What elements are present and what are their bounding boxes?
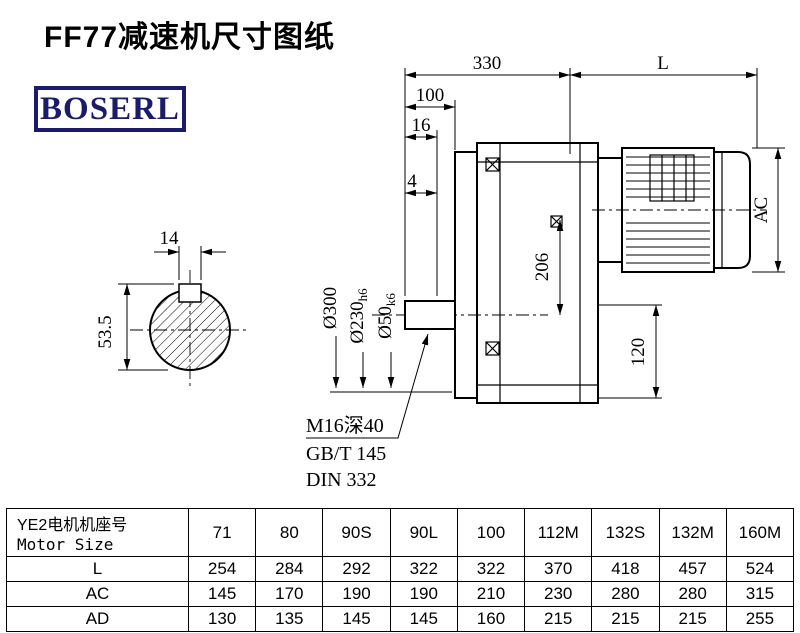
row-label: AD (6, 606, 189, 632)
table-cell: 255 (725, 606, 795, 632)
page-title: FF77减速机尺寸图纸 (44, 21, 336, 54)
table-cell: 190 (389, 581, 458, 607)
dim-16-label: 16 (412, 115, 431, 136)
table-cell: 145 (389, 606, 458, 632)
table-cell: 135 (255, 606, 324, 632)
table-cell: 315 (725, 581, 795, 607)
gear-housing (476, 142, 599, 404)
note-m16-label: M16深40 (306, 414, 384, 437)
table-cell: 322 (389, 556, 458, 582)
note-din-label: DIN 332 (306, 469, 377, 491)
size-col-header: 132M (658, 508, 727, 557)
dimension-table: YE2电机机座号 Motor Size 71 80 90S 90L 100 11… (6, 508, 795, 632)
size-col-header: 112M (524, 508, 593, 557)
table-cell: 280 (658, 581, 727, 607)
size-col-header: 71 (187, 508, 257, 557)
table-cell: 524 (725, 556, 795, 582)
header-cn: YE2电机机座号 (17, 517, 128, 534)
shaft-cross-section (118, 246, 250, 390)
table-cell: 170 (255, 581, 324, 607)
dim-330-label: 330 (473, 53, 502, 74)
table-header-row: YE2电机机座号 Motor Size 71 80 90S 90L 100 11… (6, 508, 795, 557)
dimension-labels: 330 L 100 16 4 14 53.5 AC 206 120 Ø300 Ø… (95, 53, 772, 491)
dim-4-label: 4 (407, 171, 417, 192)
size-col-header: 132S (591, 508, 660, 557)
table-cell: 418 (591, 556, 660, 582)
dim-230-tolerance: h6 (355, 288, 370, 302)
size-col-header: 90S (322, 508, 391, 557)
dim-14-label: 14 (160, 228, 180, 249)
dim-diameter-300-label: Ø300 (320, 287, 341, 329)
dim-53-5-label: 53.5 (95, 315, 116, 348)
dim-diameter-230-label: Ø230h6 (347, 288, 370, 344)
table-cell: 215 (524, 606, 593, 632)
terminal-box (649, 154, 695, 202)
dim-50-main: Ø50 (375, 306, 396, 339)
table-cell: 254 (187, 556, 257, 582)
table-cell: 457 (658, 556, 727, 582)
table-row-AD: AD 130 135 145 145 160 215 215 215 255 (6, 606, 795, 632)
table-cell: 145 (322, 606, 391, 632)
table-row-AC: AC 145 170 190 190 210 230 280 280 315 (6, 581, 795, 607)
dim-100-label: 100 (416, 85, 445, 106)
header-en: Motor Size (17, 535, 114, 554)
motor-fins (626, 156, 710, 264)
output-shaft (404, 300, 456, 330)
fan-cover (713, 151, 751, 269)
table-cell: 215 (658, 606, 727, 632)
size-col-header: 90L (389, 508, 458, 557)
keyway (178, 283, 202, 303)
note-gbt-label: GB/T 145 (306, 443, 386, 465)
dimension-lines (306, 68, 785, 439)
dim-AC-label: AC (751, 197, 772, 223)
table-cell: 292 (322, 556, 391, 582)
dim-230-main: Ø230 (347, 301, 368, 343)
table-row-L: L 254 284 292 322 322 370 418 457 524 (6, 556, 795, 582)
output-flange (454, 151, 478, 399)
table-cell: 130 (187, 606, 257, 632)
dim-50-tolerance: k6 (383, 293, 398, 307)
table-cell: 280 (591, 581, 660, 607)
dim-L-label: L (657, 53, 669, 74)
size-col-header: 100 (456, 508, 526, 557)
table-cell: 160 (456, 606, 526, 632)
table-cell: 284 (255, 556, 324, 582)
boserl-logo: BOSERL (34, 86, 186, 132)
table-cell: 145 (187, 581, 257, 607)
size-col-header: 80 (255, 508, 324, 557)
size-col-header: 160M (725, 508, 795, 557)
table-cell: 370 (524, 556, 593, 582)
dim-diameter-50-label: Ø50k6 (375, 293, 398, 339)
table-cell: 230 (524, 581, 593, 607)
dim-120-label: 120 (628, 338, 649, 367)
logo-text: BOSERL (40, 90, 180, 127)
row-label: L (6, 556, 189, 582)
row-label: AC (6, 581, 189, 607)
motor-size-header-cell: YE2电机机座号 Motor Size (6, 508, 189, 557)
bolt-hole-marks (485, 157, 563, 356)
table-cell: 322 (456, 556, 526, 582)
table-cell: 190 (322, 581, 391, 607)
reducer-outline (372, 142, 766, 404)
table-cell: 210 (456, 581, 526, 607)
table-cell: 215 (591, 606, 660, 632)
dim-206-label: 206 (532, 253, 553, 282)
